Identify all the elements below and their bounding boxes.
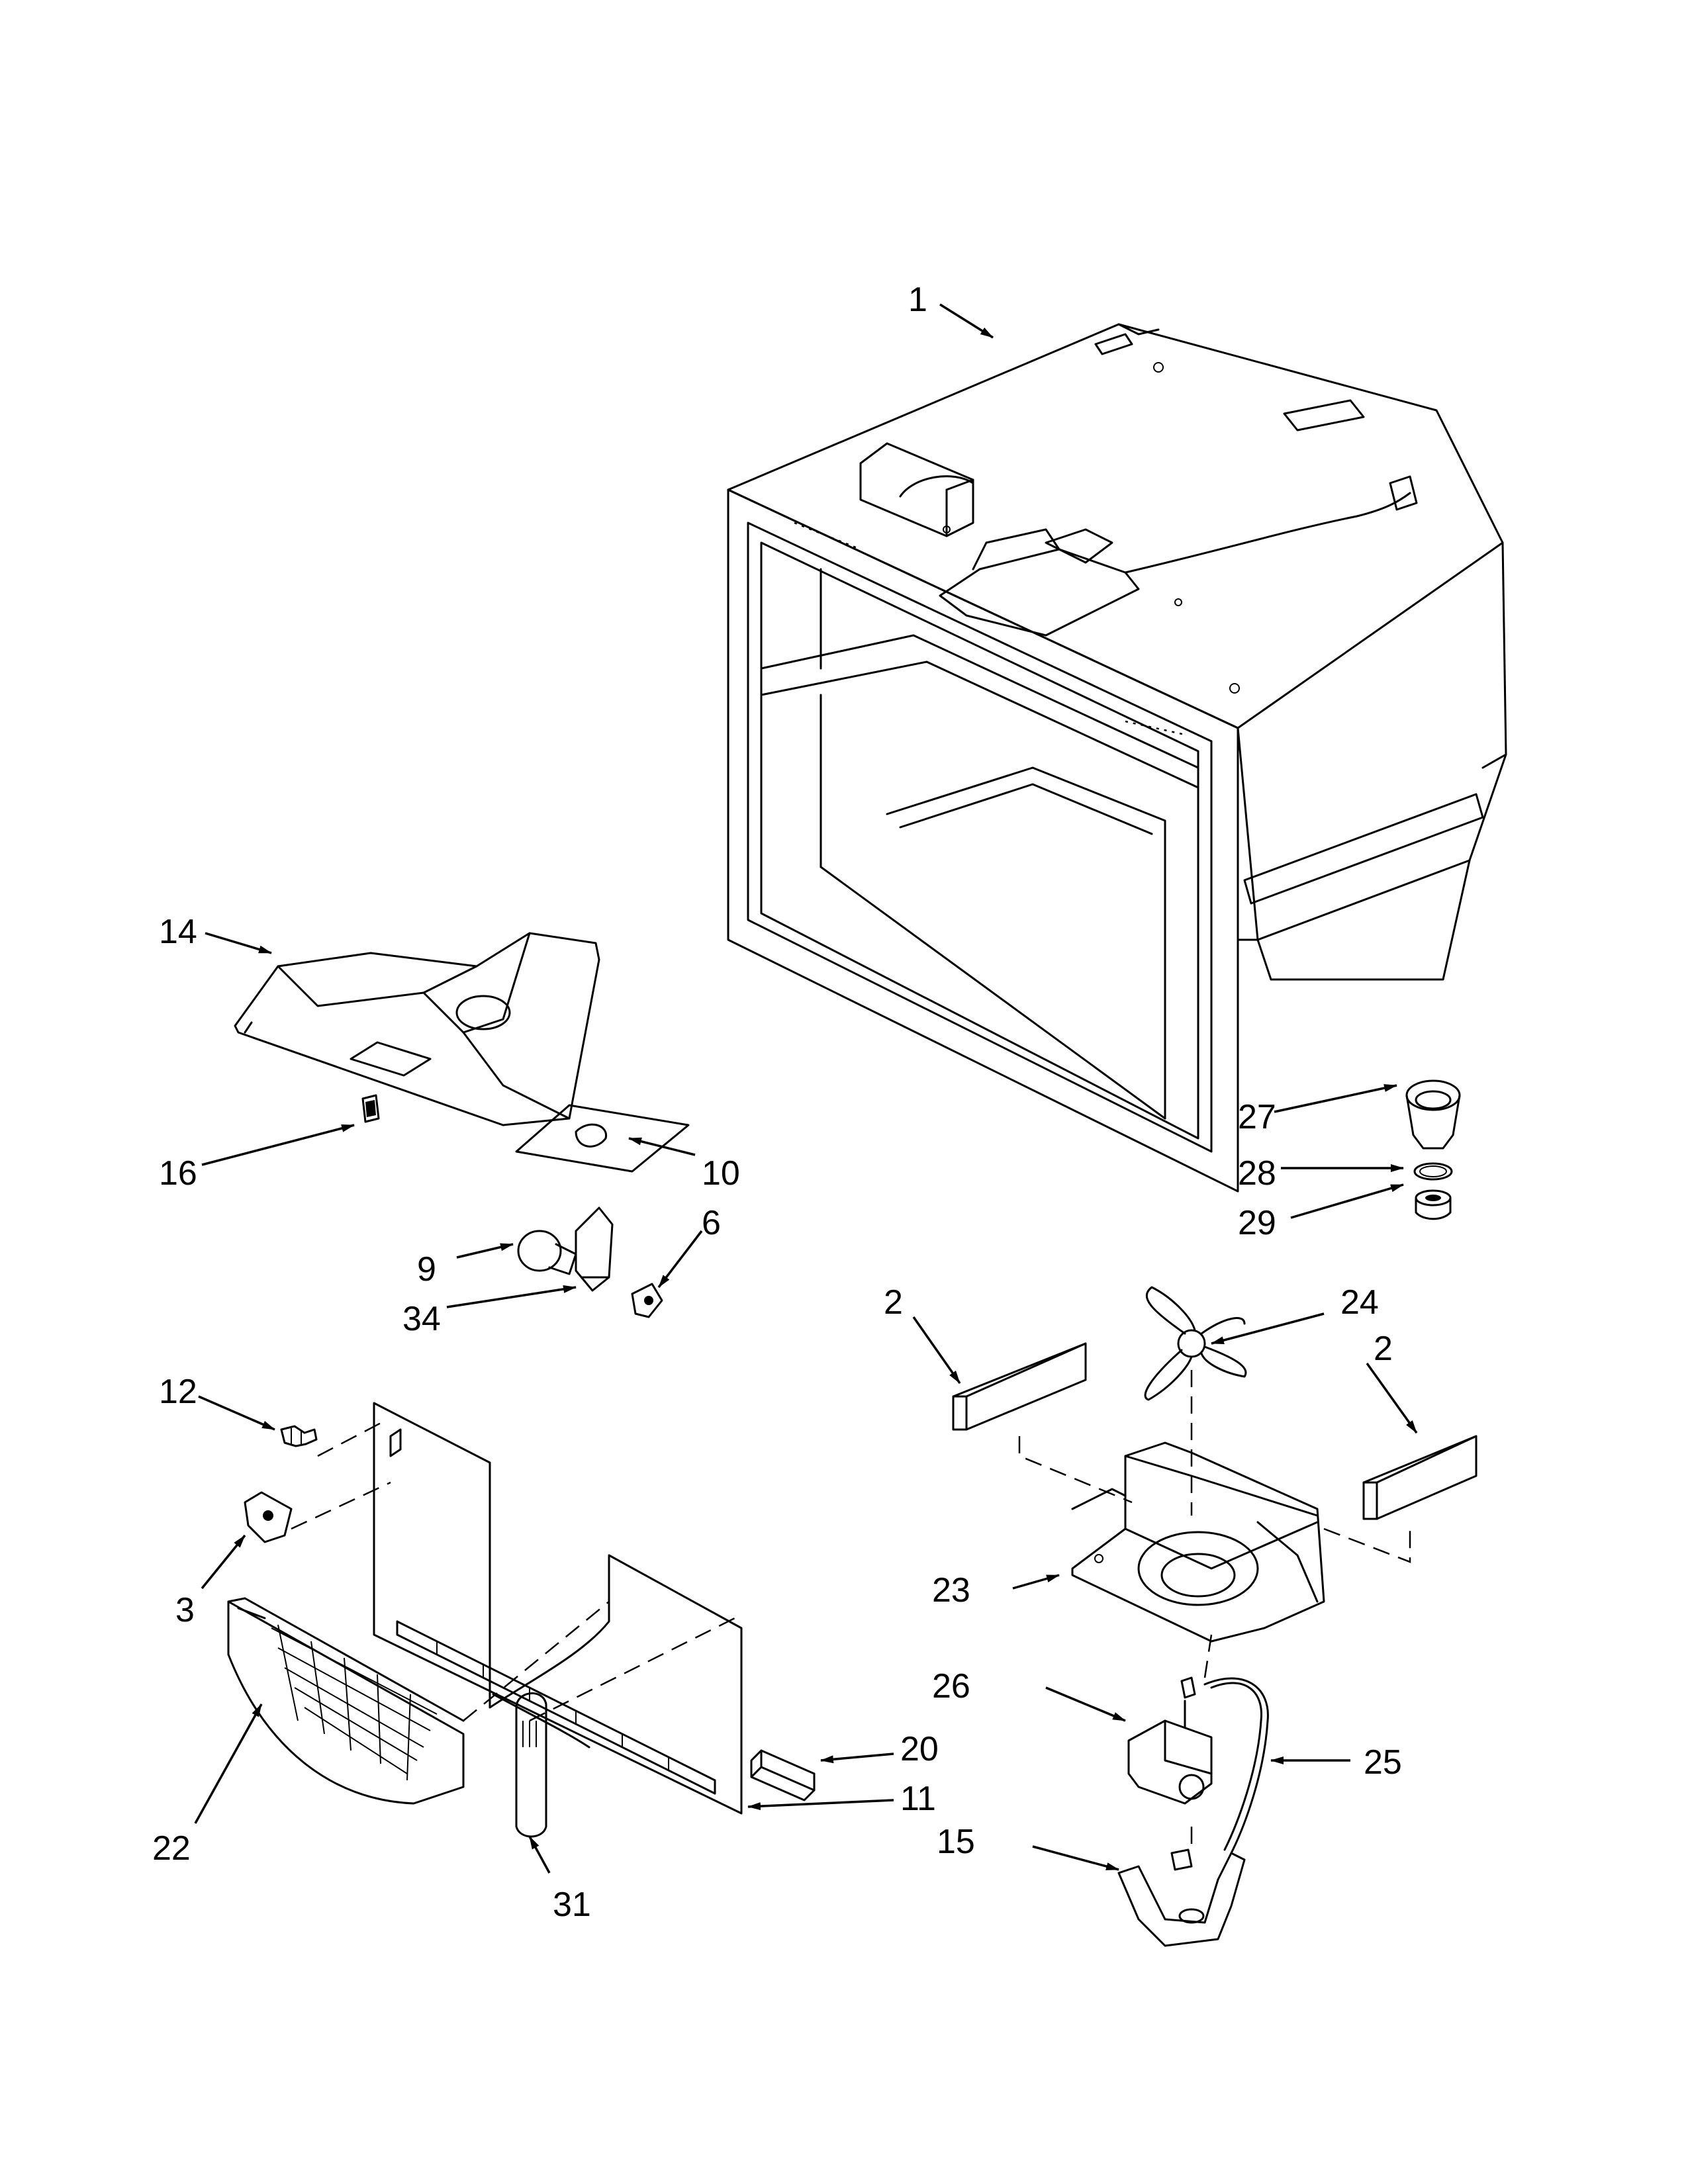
motor-bracket-part: [1117, 1848, 1246, 1947]
vent-grille-part: [227, 1597, 465, 1805]
callout-labels: 1 14 16 10 6 9 34 12 3 22 31 20 11 2 2 2…: [152, 281, 1402, 1924]
screw-part: [280, 1425, 318, 1447]
fan-housing-part: [1071, 1441, 1325, 1643]
wire-harness-part: [1203, 1677, 1269, 1854]
callout-22: 22: [152, 1829, 191, 1868]
callout-14: 14: [159, 913, 197, 951]
callout-29: 29: [1238, 1204, 1276, 1242]
drain-fitting-part: [1405, 1079, 1461, 1150]
rear-panel-part: [373, 1402, 743, 1815]
callout-6: 6: [702, 1204, 721, 1242]
damper-tube-part: [515, 1692, 547, 1838]
label-sheet-part: [515, 1104, 690, 1173]
callout-20: 20: [900, 1730, 939, 1768]
light-bulb-part: [517, 1230, 577, 1275]
clip-part: [361, 1094, 380, 1123]
fan-motor-part: [1127, 1676, 1213, 1805]
callout-27: 27: [1238, 1098, 1276, 1136]
callout-25: 25: [1364, 1743, 1402, 1782]
thermostat-bracket-part: [244, 1491, 293, 1543]
callout-2-right: 2: [1374, 1330, 1393, 1368]
leader-arrows: [194, 303, 1418, 1874]
callout-16: 16: [159, 1154, 197, 1193]
callout-15: 15: [937, 1823, 975, 1861]
callout-3: 3: [175, 1591, 195, 1629]
light-switch-part: [631, 1283, 663, 1318]
callout-1: 1: [908, 281, 927, 319]
callout-34: 34: [402, 1300, 441, 1338]
callout-11: 11: [900, 1780, 936, 1818]
callout-24: 24: [1340, 1283, 1379, 1322]
alignment-lines: [291, 1370, 1411, 1853]
callout-23: 23: [932, 1571, 970, 1610]
callout-12: 12: [159, 1373, 197, 1411]
drain-cap-part: [1415, 1189, 1452, 1220]
foam-pad-part-left: [952, 1342, 1087, 1431]
light-socket-part: [575, 1206, 614, 1292]
foam-pad-part-right: [1362, 1435, 1477, 1520]
callout-9: 9: [417, 1250, 436, 1289]
callout-28: 28: [1238, 1154, 1276, 1193]
freezer-liner-part: [727, 323, 1507, 1193]
callout-26: 26: [932, 1667, 970, 1706]
o-ring-part: [1413, 1162, 1453, 1181]
callout-2-left: 2: [884, 1283, 903, 1322]
fan-blade-part: [1144, 1286, 1247, 1401]
light-housing-cover-part: [234, 932, 600, 1126]
callout-10: 10: [702, 1154, 740, 1193]
insulation-strip-part: [750, 1749, 816, 1801]
callout-31: 31: [553, 1886, 591, 1924]
